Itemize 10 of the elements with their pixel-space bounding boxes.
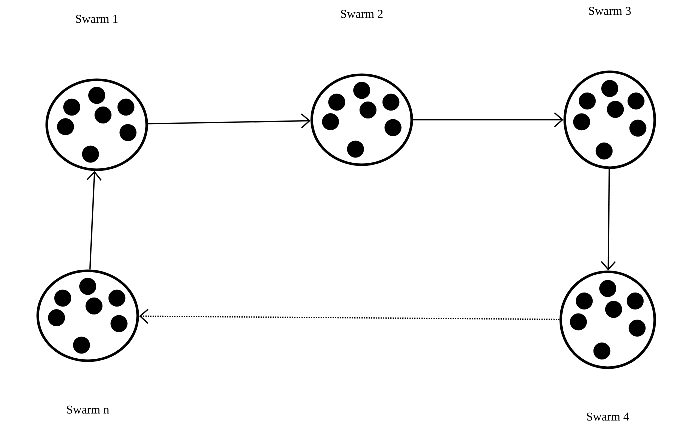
node-label: Swarm 2: [341, 10, 383, 18]
node-label: Swarm n: [67, 406, 110, 414]
arrow: [413, 112, 564, 128]
node-label: Swarm 3: [589, 7, 632, 16]
node-label: Swarm 4: [587, 412, 630, 421]
arrow: [601, 169, 616, 271]
arrow: [148, 114, 311, 129]
arrow: [139, 308, 560, 324]
node-label: Swarm 1: [76, 15, 118, 24]
arrow: [86, 171, 102, 270]
